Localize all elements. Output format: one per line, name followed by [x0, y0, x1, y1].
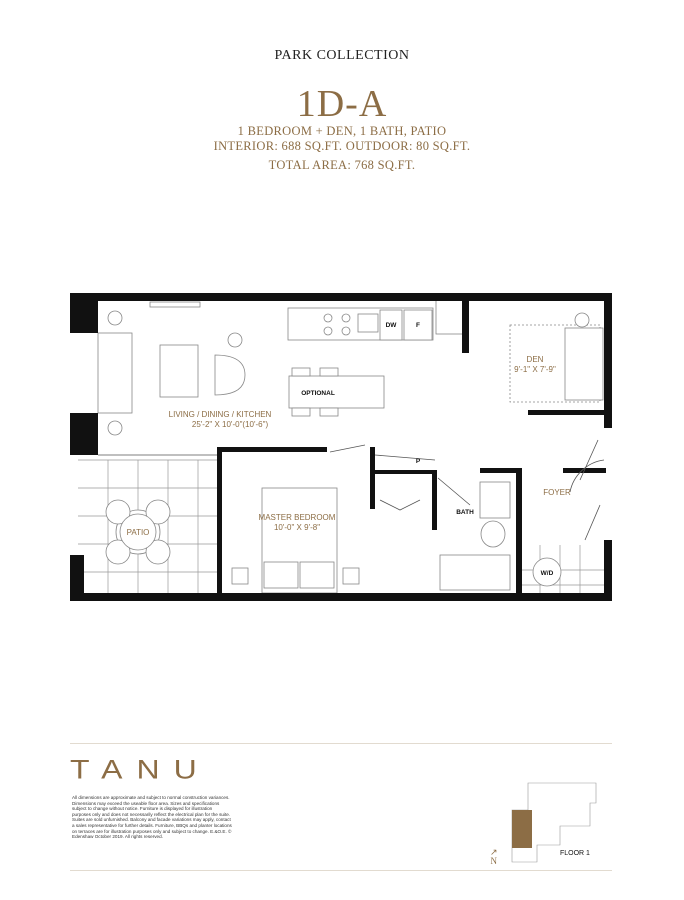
- tanu-logo: TANU: [70, 754, 211, 785]
- bath-label: BATH: [456, 509, 474, 516]
- doors: [98, 439, 605, 541]
- bedroom-dimensions: 10'-0" X 9'-8": [274, 523, 320, 532]
- den-label: DEN: [527, 355, 544, 364]
- foyer-label: FOYER: [543, 488, 571, 497]
- fridge-label: F: [416, 322, 420, 329]
- pantry-label: P: [416, 458, 421, 465]
- total-area: TOTAL AREA: 768 SQ.FT.: [268, 158, 416, 172]
- divider-top: [70, 743, 612, 744]
- furniture: [97, 297, 604, 594]
- unit-name: 1D-A: [296, 83, 388, 125]
- unit-type: 1 BEDROOM + DEN, 1 BATH, PATIO: [237, 124, 447, 138]
- living-label: LIVING / DINING / KITCHEN: [169, 410, 272, 419]
- divider-bottom: [70, 870, 612, 871]
- north-arrow: ↗N: [490, 848, 498, 866]
- dishwasher-label: DW: [386, 322, 398, 329]
- north-label: N: [490, 856, 498, 866]
- optional-label: OPTIONAL: [301, 390, 335, 397]
- living-dimensions: 25'-2" X 10'-0"(10'-6"): [192, 420, 269, 429]
- north-arrow-icon: ↗: [490, 847, 498, 857]
- bedroom-label: MASTER BEDROOM: [259, 513, 336, 522]
- washer-dryer-label: W/D: [541, 570, 554, 577]
- floor-label: FLOOR 1: [560, 850, 590, 857]
- key-plan: [511, 782, 597, 863]
- collection-title: PARK COLLECTION: [274, 48, 410, 63]
- walls: [70, 293, 612, 601]
- patio-label: PATIO: [127, 528, 150, 537]
- unit-areas: INTERIOR: 688 SQ.FT. OUTDOOR: 80 SQ.FT.: [213, 139, 471, 153]
- disclaimer-text: All dimensions are approximate and subje…: [72, 795, 232, 840]
- den-dimensions: 9'-1" X 7'-9": [514, 365, 556, 374]
